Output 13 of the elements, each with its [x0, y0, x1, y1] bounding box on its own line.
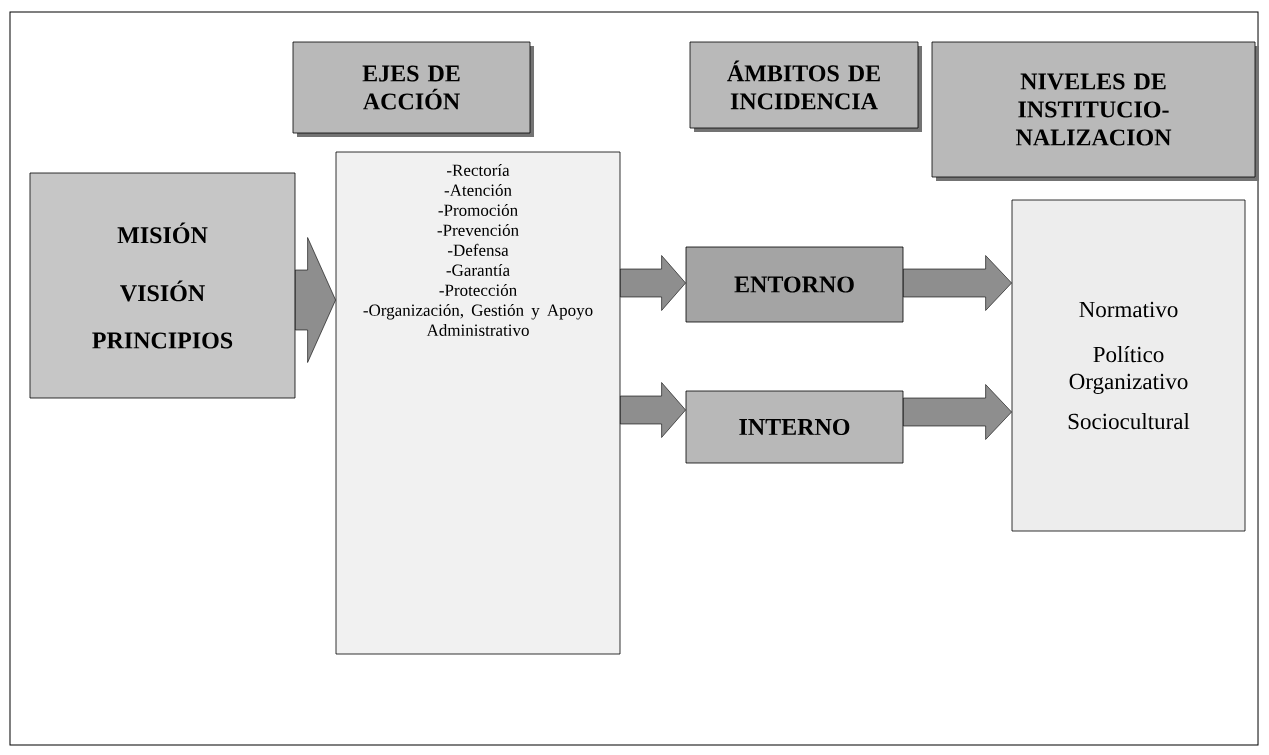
- heading-box: ÁMBITOS DE INCIDENCIA: [689, 41, 919, 129]
- heading-box: NIVELES DE INSTITUCIO- NALIZACION: [931, 41, 1256, 178]
- heading-box: EJES DE ACCIÓN: [292, 41, 531, 134]
- block-arrow: [903, 255, 1012, 311]
- block-arrow: [620, 382, 686, 438]
- category-box: ENTORNO: [685, 246, 904, 323]
- block-arrow: [903, 384, 1012, 440]
- category-box: INTERNO: [685, 390, 904, 464]
- list-box: -Rectoría -Atención -Promoción -Prevención -Defensa -Garantía -Protección -Organización, Gestión y Apoyo Administrativo: [335, 151, 621, 655]
- concept-box: MISIÓN VISIÓN PRINCIPIOS: [29, 172, 296, 399]
- block-arrow: [620, 255, 686, 311]
- block-arrow: [295, 237, 336, 363]
- list-box: Normativo Político Organizativo Sociocultural: [1011, 199, 1246, 532]
